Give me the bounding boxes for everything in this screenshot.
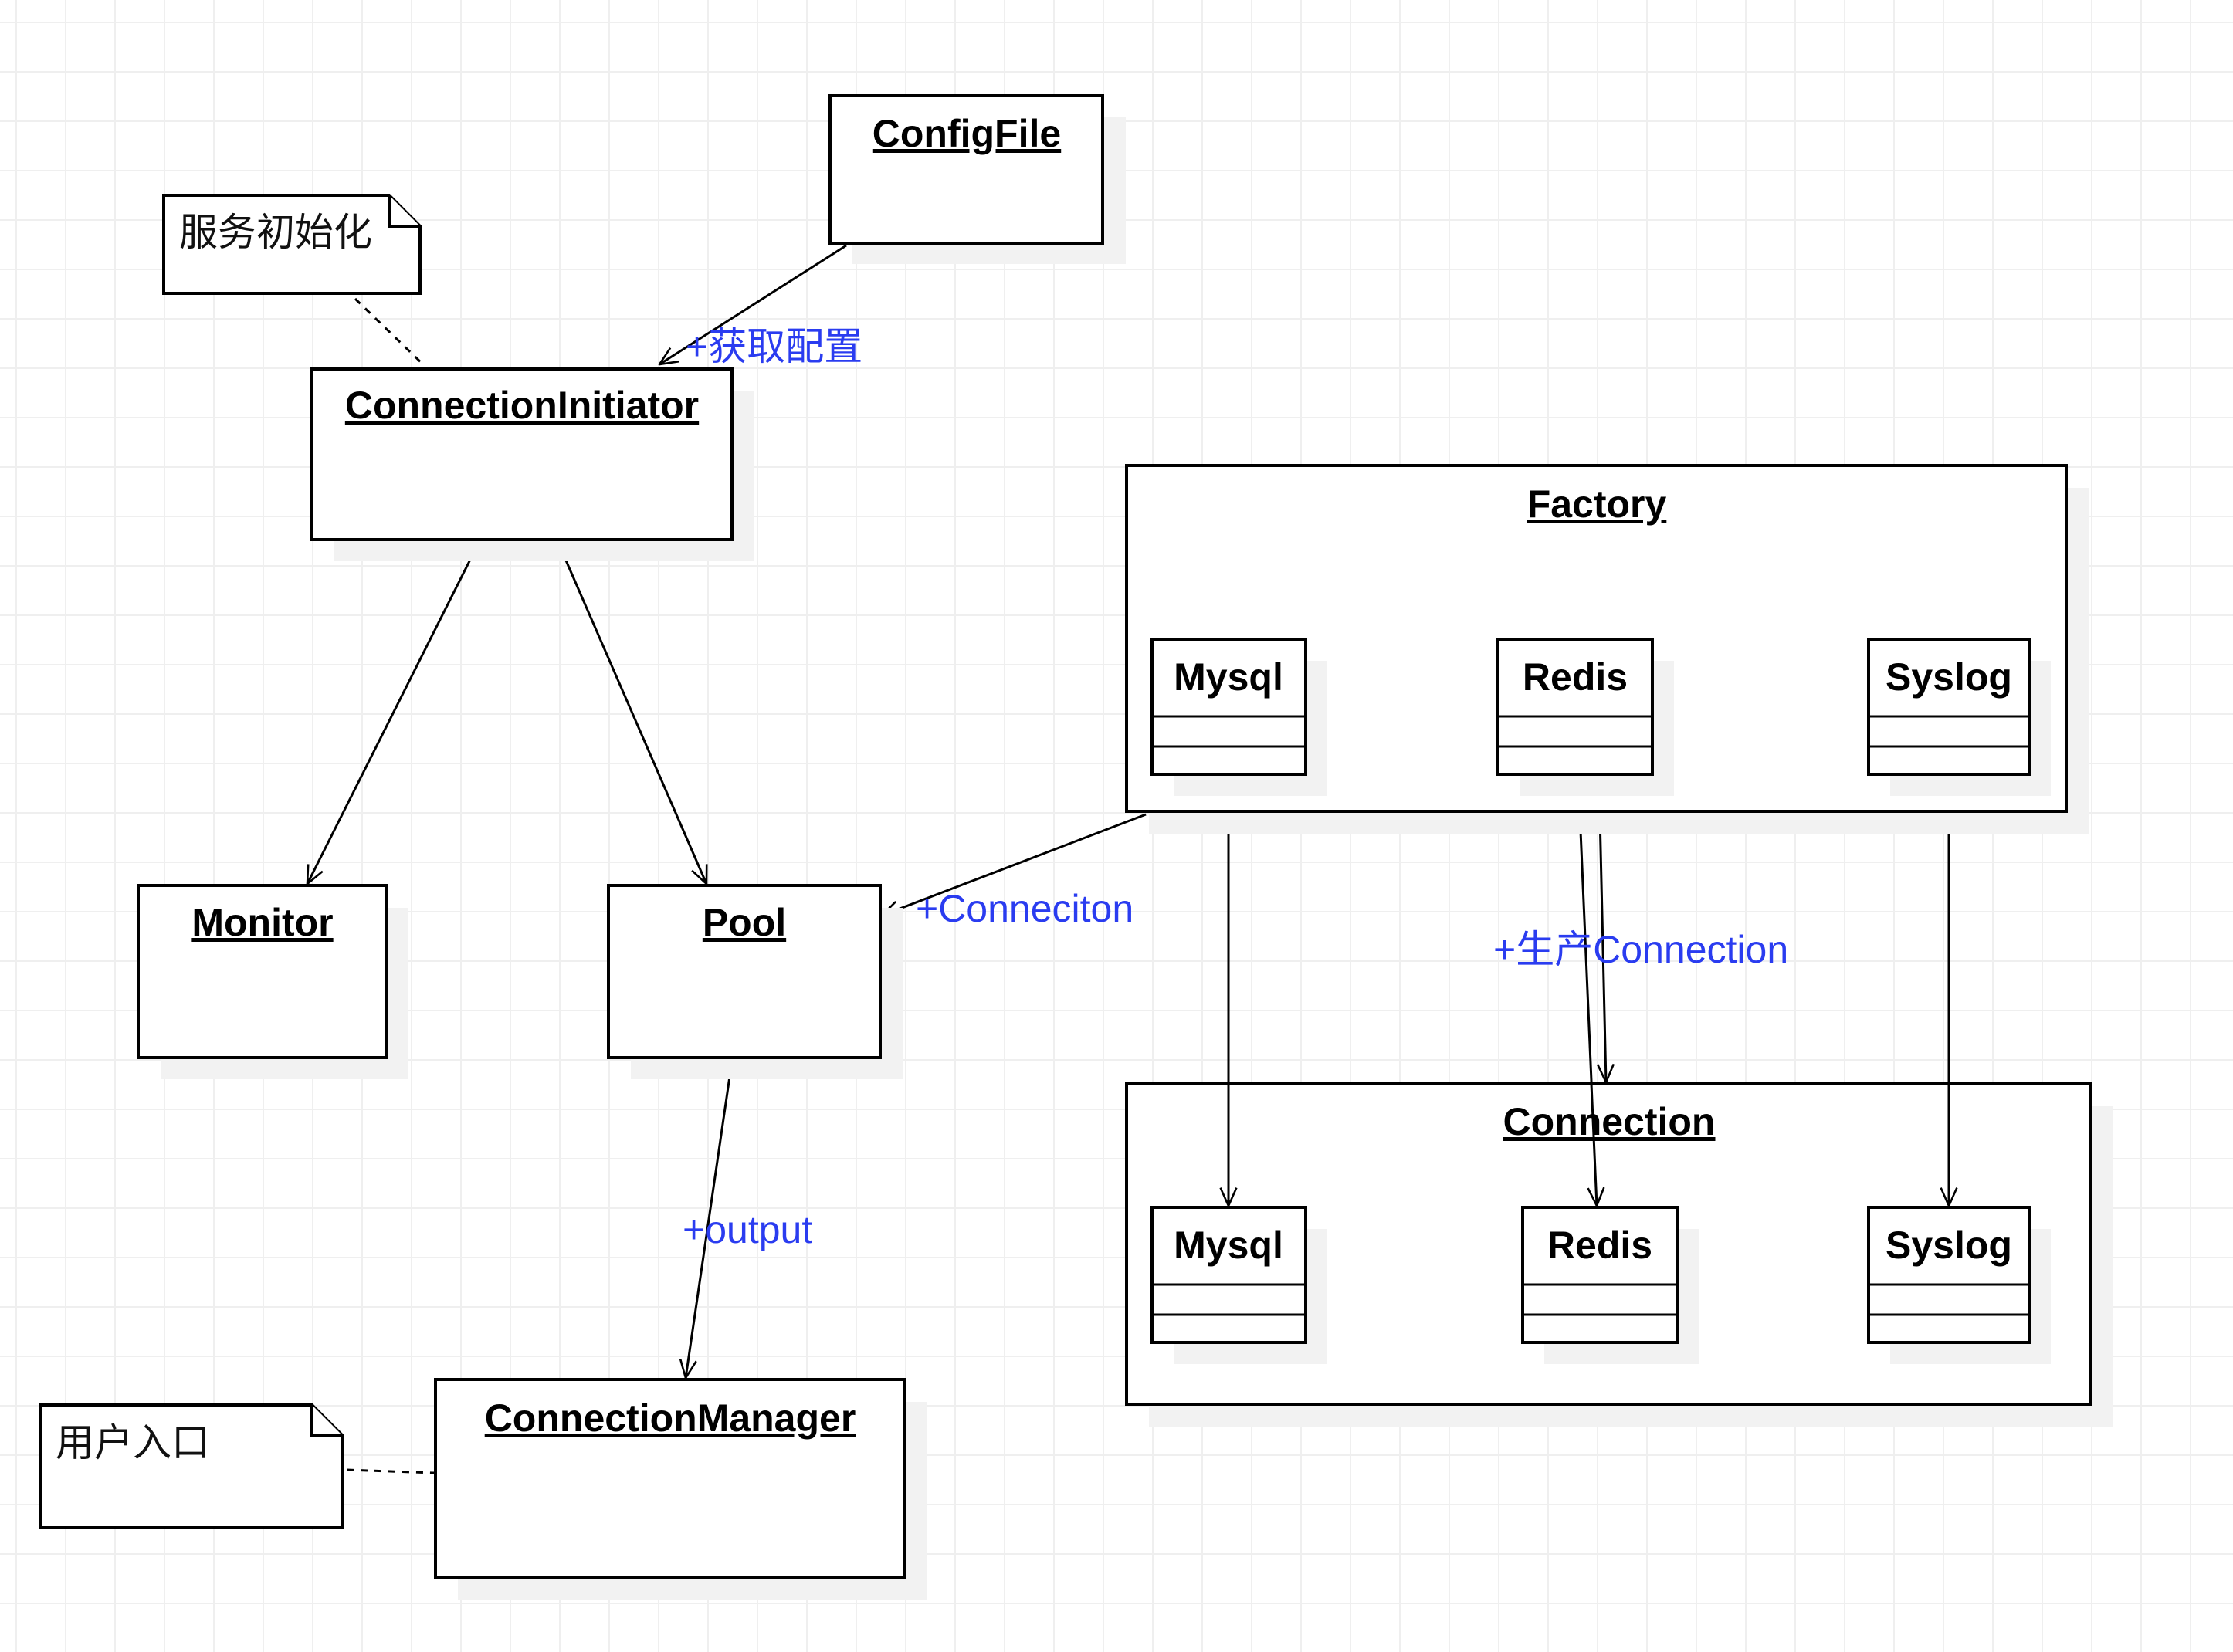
note-service-init[interactable]: 服务初始化	[162, 194, 422, 295]
connection-member-syslog-label: Syslog	[1886, 1224, 2012, 1267]
edge-label-produce-connection: +生产Connection	[1493, 928, 1788, 971]
object-factory-title: Factory	[1527, 482, 1667, 526]
object-pool-title: Pool	[703, 901, 786, 944]
object-connection-initiator-title: ConnectionInitiator	[345, 384, 699, 427]
connection-member-mysql-label: Mysql	[1174, 1224, 1283, 1267]
object-connection-manager-title: ConnectionManager	[485, 1396, 856, 1440]
note-link-user-entry	[346, 1468, 435, 1474]
object-connection[interactable]: Connection Mysql Redis Syslog	[1125, 1082, 2113, 1427]
note-link-service-init	[354, 297, 426, 367]
factory-member-redis[interactable]: Redis	[1496, 638, 1674, 796]
edge-label-get-config: +获取配置	[686, 325, 862, 368]
edge-initiator-to-monitor[interactable]	[307, 542, 480, 884]
object-pool[interactable]: Pool	[607, 884, 903, 1079]
edge-factory-to-connection[interactable]	[1600, 814, 1606, 1082]
factory-member-mysql[interactable]: Mysql	[1150, 638, 1327, 796]
connection-member-mysql[interactable]: Mysql	[1150, 1206, 1327, 1364]
object-configfile-title: ConfigFile	[873, 112, 1061, 155]
connection-member-redis-label: Redis	[1547, 1224, 1652, 1267]
object-connection-manager[interactable]: ConnectionManager	[434, 1378, 927, 1600]
edge-label-conneciton: +Conneciton	[916, 887, 1133, 930]
factory-member-syslog[interactable]: Syslog	[1867, 638, 2051, 796]
factory-member-redis-label: Redis	[1523, 655, 1628, 699]
object-configfile[interactable]: ConfigFile	[828, 94, 1126, 264]
note-user-entry-text: 用户入口	[56, 1420, 210, 1465]
note-user-entry[interactable]: 用户入口	[39, 1403, 344, 1529]
note-service-init-text: 服务初始化	[179, 210, 372, 255]
factory-member-mysql-label: Mysql	[1174, 655, 1283, 699]
edge-configfile-to-initiator[interactable]	[659, 244, 847, 364]
object-connection-title: Connection	[1503, 1100, 1716, 1143]
object-connection-initiator[interactable]: ConnectionInitiator	[310, 367, 754, 561]
object-factory[interactable]: Factory Mysql Redis Syslog	[1125, 464, 2089, 834]
edge-pool-to-manager[interactable]	[686, 1060, 734, 1378]
object-monitor-title: Monitor	[191, 901, 333, 944]
object-monitor[interactable]: Monitor	[137, 884, 408, 1079]
connection-member-syslog[interactable]: Syslog	[1867, 1206, 2051, 1364]
edge-initiator-to-pool[interactable]	[557, 542, 706, 884]
edge-label-output: +output	[683, 1208, 812, 1251]
factory-member-syslog-label: Syslog	[1886, 655, 2012, 699]
edges-overlay	[1228, 1083, 1949, 1206]
edge-factory-to-pool[interactable]	[882, 813, 1147, 916]
connection-member-redis[interactable]: Redis	[1521, 1206, 1699, 1364]
